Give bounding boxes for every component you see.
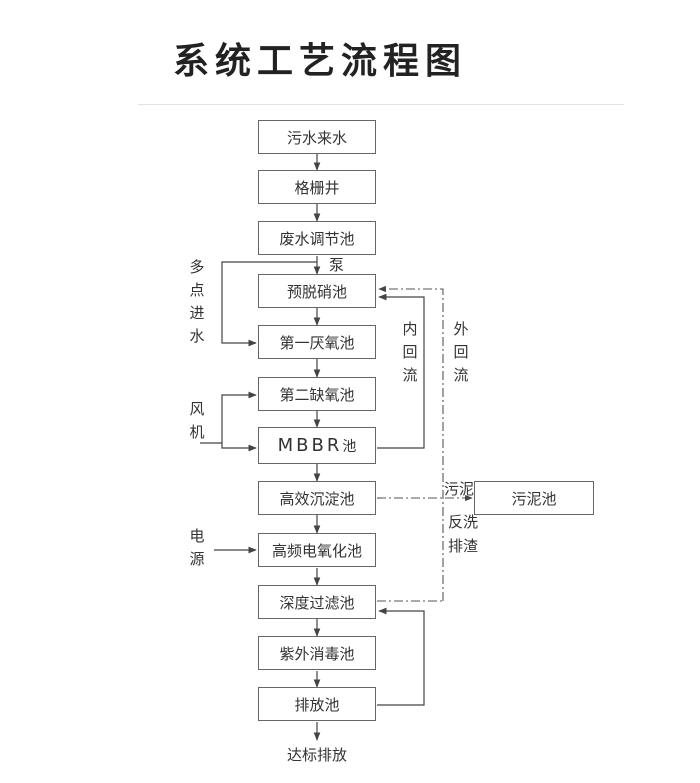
mbbr-label: MBBR bbox=[277, 435, 343, 456]
box-equalization-tank: 废水调节池 bbox=[258, 221, 376, 255]
box-discharge-tank: 排放池 bbox=[258, 687, 376, 721]
multi-point-inflow-line bbox=[221, 261, 317, 347]
mbbr-suffix: 池 bbox=[342, 438, 357, 455]
label-internal-reflux: 内回流 bbox=[402, 320, 418, 384]
blower-line-top bbox=[221, 391, 257, 443]
label-backwash-drain: 反洗排渣 bbox=[447, 513, 478, 555]
box-grille-well: 格栅井 bbox=[258, 170, 376, 204]
label-pump: 泵 bbox=[329, 256, 345, 274]
label-blower: 风机 bbox=[189, 400, 205, 441]
blower-line-bottom bbox=[200, 442, 257, 452]
label-sludge: 污泥 bbox=[444, 480, 475, 498]
label-external-reflux: 外回流 bbox=[453, 320, 469, 384]
box-wastewater-in: 污水来水 bbox=[258, 120, 376, 154]
backwash-return-line bbox=[377, 607, 425, 706]
box-pre-denitrification: 预脱硝池 bbox=[258, 274, 376, 308]
box-sedimentation: 高效沉淀池 bbox=[258, 481, 376, 515]
external-reflux-line bbox=[378, 285, 444, 601]
box-uv-disinfection: 紫外消毒池 bbox=[258, 636, 376, 670]
page-title: 系统工艺流程图 bbox=[172, 41, 467, 82]
internal-reflux-line bbox=[377, 293, 425, 449]
box-sludge-tank: 污泥池 bbox=[474, 481, 594, 515]
label-multi-point-inflow: 多点进水 bbox=[189, 258, 205, 345]
box-electro-oxidation: 高频电氧化池 bbox=[258, 533, 376, 567]
label-discharge-standard: 达标排放 bbox=[287, 746, 348, 764]
box-anaerobic-1: 第一厌氧池 bbox=[258, 325, 376, 359]
box-deep-filter: 深度过滤池 bbox=[258, 585, 376, 619]
label-power-source: 电源 bbox=[189, 527, 205, 568]
title-separator bbox=[138, 104, 624, 105]
box-anoxic-2: 第二缺氧池 bbox=[258, 377, 376, 411]
